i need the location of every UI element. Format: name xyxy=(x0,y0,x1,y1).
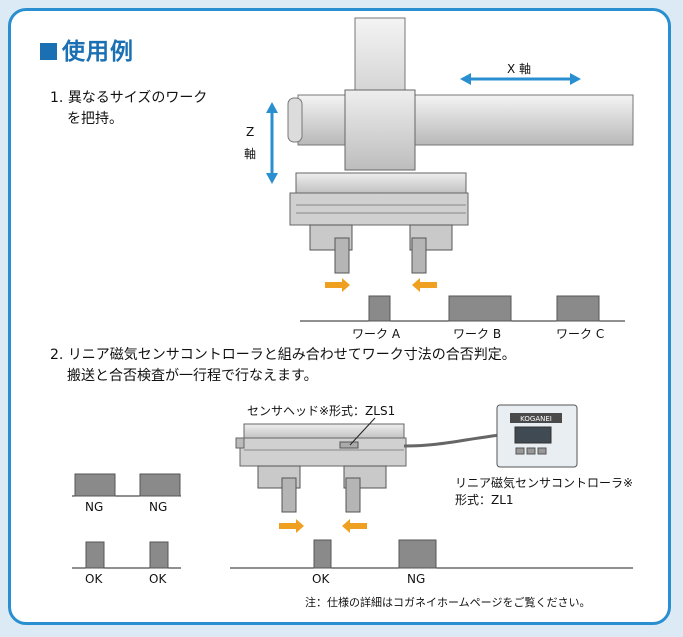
gripper-top-plate xyxy=(295,172,467,196)
sensor-gripper-port xyxy=(235,437,245,449)
ng-work-1 xyxy=(74,473,116,497)
step-2-line-2: 搬送と合否検査が一行程で行なえます。 xyxy=(67,368,318,384)
controller-brand: KOGANEI xyxy=(520,415,552,423)
controller-display xyxy=(514,426,552,444)
sensor-gripper-body xyxy=(239,437,407,467)
heading-square-icon xyxy=(40,43,57,60)
ok-work-1 xyxy=(85,541,105,569)
spec-note: 注：仕様の詳細はコガネイホームページをご覧ください。 xyxy=(305,596,591,609)
sensor-grip-arrow-right xyxy=(279,519,304,533)
controller-button-1 xyxy=(515,447,525,455)
sensor-grip-arrow-left xyxy=(342,519,367,533)
work-a xyxy=(368,295,391,322)
z-arrow-top-head xyxy=(266,102,278,113)
x-arrow-right-head xyxy=(570,73,581,85)
step-1-number: 1. xyxy=(50,90,64,106)
work-a-label: ワーク A xyxy=(352,327,401,341)
controller-label-line-1: リニア磁気センサコントローラ※ xyxy=(455,476,634,490)
x-arrow-left-head xyxy=(460,73,471,85)
right-finger xyxy=(411,237,427,274)
step-2-number: 2. xyxy=(50,347,64,363)
figure-2-inspection: KOGANEI xyxy=(72,404,633,569)
ng-work-2 xyxy=(139,473,181,497)
inspect-ok-label: OK xyxy=(312,572,330,586)
inspect-ng-label: NG xyxy=(407,572,426,586)
z-axis-label-2: 軸 xyxy=(244,147,257,161)
work-b xyxy=(448,295,512,322)
section-heading: 使用例 xyxy=(40,32,134,66)
ok-label-1: OK xyxy=(85,572,103,586)
ok-work-2 xyxy=(149,541,169,569)
ng-label-2: NG xyxy=(149,500,168,514)
step-1-line-1: 異なるサイズのワーク xyxy=(67,90,208,106)
sensor-left-finger xyxy=(281,477,297,513)
inspect-ng-work xyxy=(398,539,437,569)
z-arrow-bottom-head xyxy=(266,173,278,184)
x-axis-beam-end-cap xyxy=(287,97,303,143)
grip-arrow-left xyxy=(412,278,437,292)
sensor-right-finger xyxy=(345,477,361,513)
sensor-head-label: センサヘッド※形式：ZLS1 xyxy=(247,404,396,418)
grip-arrow-right xyxy=(325,278,350,292)
step-1-text: 1. 異なるサイズのワーク を把持。 xyxy=(50,88,260,130)
work-c-label: ワーク C xyxy=(556,327,605,341)
controller-label-line-2: 形式：ZL1 xyxy=(455,493,514,507)
controller-button-3 xyxy=(537,447,547,455)
controller-button-2 xyxy=(526,447,536,455)
step-2-line-1: リニア磁気センサコントローラと組み合わせてワーク寸法の合否判定。 xyxy=(67,347,516,363)
inspect-ok-work xyxy=(313,539,332,569)
sensor-head-leader xyxy=(349,417,376,446)
figure-1-gripper xyxy=(266,17,634,322)
sensor-cable xyxy=(403,433,501,448)
controller-brand-bar xyxy=(510,413,562,423)
step-1-line-2: を把持。 xyxy=(67,111,123,127)
carriage-block xyxy=(344,89,416,171)
gripper-body xyxy=(289,192,469,226)
work-b-label: ワーク B xyxy=(453,327,502,341)
left-finger xyxy=(334,237,350,274)
work-c xyxy=(556,295,600,322)
z-axis-label-1: Z xyxy=(246,125,255,139)
ok-label-2: OK xyxy=(149,572,167,586)
ng-label-1: NG xyxy=(85,500,104,514)
heading-title: 使用例 xyxy=(62,39,134,65)
sensor-head xyxy=(339,441,359,449)
x-axis-label: X 軸 xyxy=(507,62,532,76)
step-2-text: 2. リニア磁気センサコントローラと組み合わせてワーク寸法の合否判定。 搬送と合… xyxy=(50,345,650,387)
